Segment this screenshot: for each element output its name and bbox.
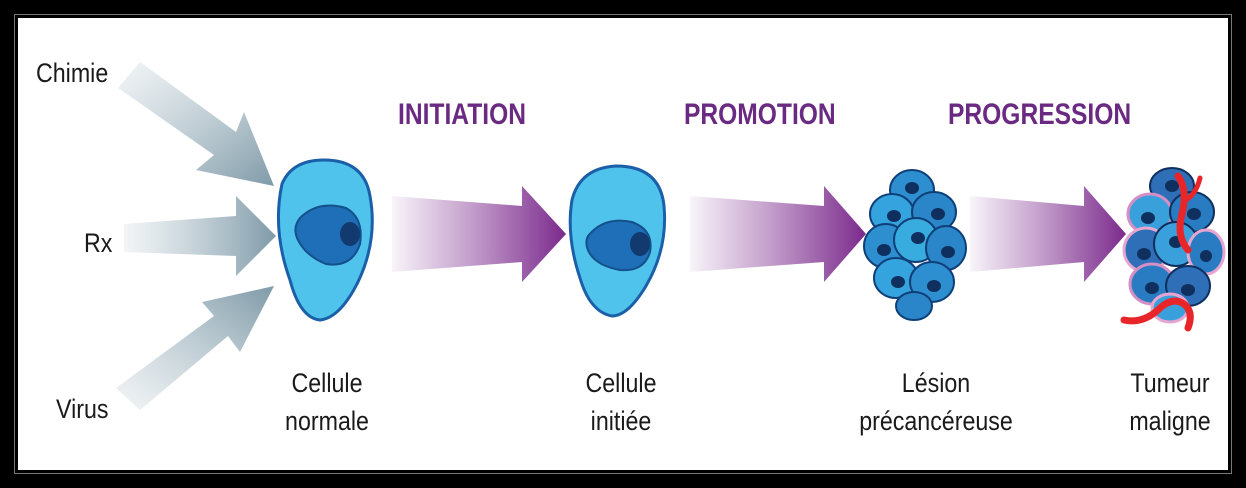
initiated-cell-illustration [570,166,664,316]
stage-label-progression: PROGRESSION [948,98,1131,132]
cell-label-tumor-line1: Tumeur [1118,366,1221,400]
source-label-rx: Rx [84,226,112,260]
source-label-virus: Virus [56,392,108,426]
malignant-tumor-illustration [1124,168,1224,328]
source-arrow-virus [116,286,274,410]
cell-label-tumor-line2: maligne [1118,404,1221,438]
promotion-arrow [690,186,866,282]
stage-label-initiation: INITIATION [398,98,526,132]
source-arrow-chimie [118,62,274,186]
cell-label-normal-line1: Cellule [271,366,383,400]
normal-cell-illustration [278,160,372,320]
source-label-chimie: Chimie [36,56,108,90]
cell-label-initiated-line2: initiée [565,404,677,438]
cell-label-normal-line2: normale [271,404,383,438]
stage-label-promotion: PROMOTION [684,98,836,132]
cell-label-initiated-line1: Cellule [565,366,677,400]
progression-arrow [970,186,1126,282]
cell-label-lesion-line2: précancéreuse [850,404,1022,438]
precancerous-lesion-illustration [864,170,966,320]
source-arrow-rx [124,196,276,276]
cell-label-lesion-line1: Lésion [850,366,1022,400]
initiation-arrow [392,186,566,282]
